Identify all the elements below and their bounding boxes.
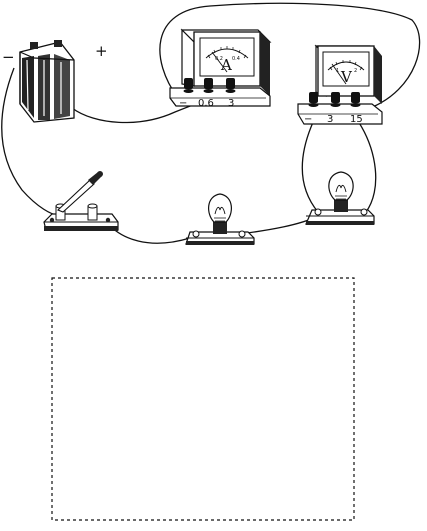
battery-positive-sign: +: [95, 42, 108, 60]
wire-battery-to-switch: [1, 67, 59, 216]
answer-box: [51, 277, 355, 521]
voltmeter-terminals: [308, 92, 361, 107]
wire-voltmeter-to-bulb2-left: [301, 119, 319, 213]
voltmeter-scale-label-2: 2: [354, 68, 357, 74]
voltmeter-terminal-label-negative: −: [304, 114, 312, 125]
ammeter-needle: [211, 51, 228, 73]
voltmeter: 1 2 V − 3 15: [297, 44, 383, 125]
voltmeter-letter: V: [340, 68, 353, 86]
battery: − +: [2, 40, 108, 123]
knife-switch: [43, 171, 119, 231]
wire-voltmeter-to-bulb2-right: [355, 117, 377, 213]
voltmeter-scale-arc: [327, 61, 365, 71]
voltmeter-needle: [331, 63, 347, 85]
voltmeter-terminal-label-15: 15: [350, 114, 363, 125]
ammeter-terminals: [183, 78, 236, 93]
bulb-1: [185, 193, 255, 245]
ammeter-scale-label-2: 0.4: [232, 56, 240, 62]
bulb-2-glass: [328, 171, 354, 201]
voltmeter-terminal-label-3: 3: [327, 114, 333, 125]
bulb-1-filament: [214, 206, 226, 215]
ammeter-terminal-label-3: 3: [228, 98, 234, 109]
ammeter-letter: A: [220, 56, 232, 74]
ammeter-scale-label-1: 0.2: [215, 56, 223, 62]
ammeter: 0.2 0.4 A − 0.6 3: [169, 28, 272, 109]
bulb-2: [305, 171, 375, 225]
bulb-2-filament: [335, 184, 347, 193]
battery-negative-sign: −: [2, 48, 15, 66]
ammeter-terminal-label-0-6: 0.6: [198, 98, 214, 109]
bulb-1-glass: [208, 193, 232, 223]
ammeter-terminal-label-negative: −: [179, 98, 187, 109]
voltmeter-scale-label-1: 1: [336, 68, 339, 74]
